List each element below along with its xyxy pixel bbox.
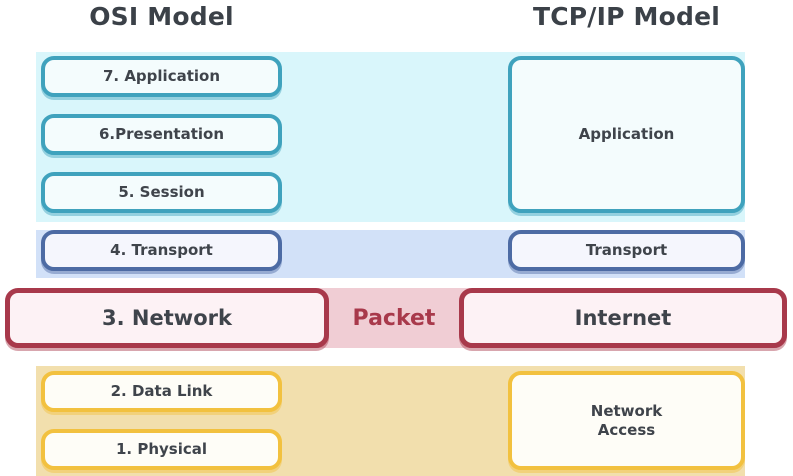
osi-layer-1-physical[interactable]: 1. Physical — [41, 429, 282, 470]
osi-layer-6-presentation[interactable]: 6.Presentation — [41, 114, 282, 155]
tcpip-model-title: TCP/IP Model — [532, 2, 721, 31]
tcpip-layer-internet[interactable]: Internet — [459, 288, 787, 348]
osi-layer-7-application[interactable]: 7. Application — [41, 56, 282, 97]
osi-layer-4-transport[interactable]: 4. Transport — [41, 230, 282, 271]
osi-layer-3-network[interactable]: 3. Network — [5, 288, 329, 348]
tcpip-layer-application[interactable]: Application — [508, 56, 745, 213]
tcpip-network-access-text: Network Access — [591, 402, 662, 440]
osi-layer-5-session[interactable]: 5. Session — [41, 172, 282, 213]
network-access-line-2: Access — [597, 420, 656, 439]
osi-model-title: OSI Model — [89, 2, 234, 31]
osi-layer-2-data-link[interactable]: 2. Data Link — [41, 371, 282, 412]
tcpip-layer-network-access[interactable]: Network Access — [508, 371, 745, 470]
packet-label: Packet — [352, 305, 436, 331]
tcpip-layer-transport[interactable]: Transport — [508, 230, 745, 271]
network-access-line-1: Network — [590, 401, 663, 420]
